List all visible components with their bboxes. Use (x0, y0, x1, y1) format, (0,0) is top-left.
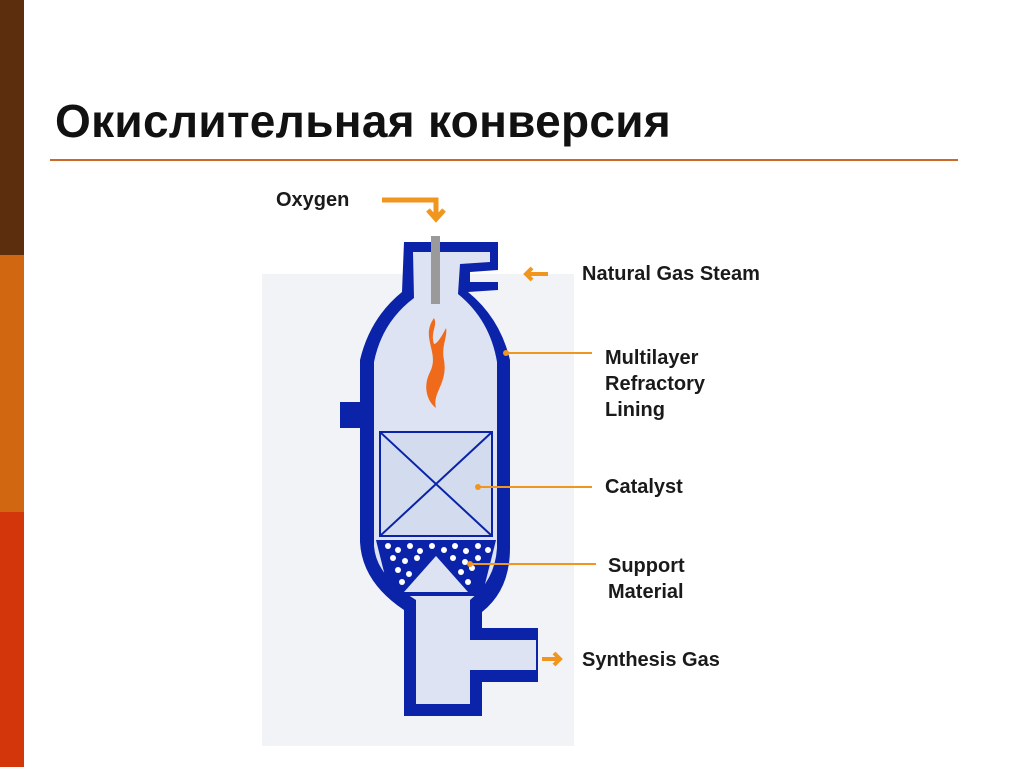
label-natural-gas-steam: Natural Gas Steam (582, 263, 760, 285)
label-lining-line-1: Multilayer (605, 347, 699, 369)
label-support-line-2: Material (608, 581, 684, 603)
label-lining-line-2: Refractory (605, 373, 706, 395)
label-synthesis-gas: Synthesis Gas (582, 649, 720, 671)
gas-inlet-tube (431, 236, 440, 304)
catalyst-bed (379, 431, 493, 537)
side-accent-bar-top (0, 0, 24, 255)
title-underline (50, 159, 958, 161)
label-support-line-1: Support (608, 555, 685, 577)
oxygen-arrow-icon (382, 197, 446, 223)
catalyst-leader-dot (475, 484, 481, 490)
label-oxygen: Oxygen (276, 189, 349, 211)
support-material (376, 540, 496, 596)
lining-leader-dot (503, 350, 509, 356)
natural-gas-arrow-icon (523, 266, 548, 282)
label-catalyst: Catalyst (605, 476, 683, 498)
flame-icon (426, 318, 447, 408)
side-accent-bar-bottom (0, 512, 24, 767)
slide-title: Окислительная конверсия (55, 95, 672, 147)
support-leader-dot (467, 561, 473, 567)
side-accent-bar-middle (0, 255, 24, 512)
label-lining-line-3: Lining (605, 399, 665, 421)
synthesis-gas-arrow-icon (542, 651, 563, 667)
